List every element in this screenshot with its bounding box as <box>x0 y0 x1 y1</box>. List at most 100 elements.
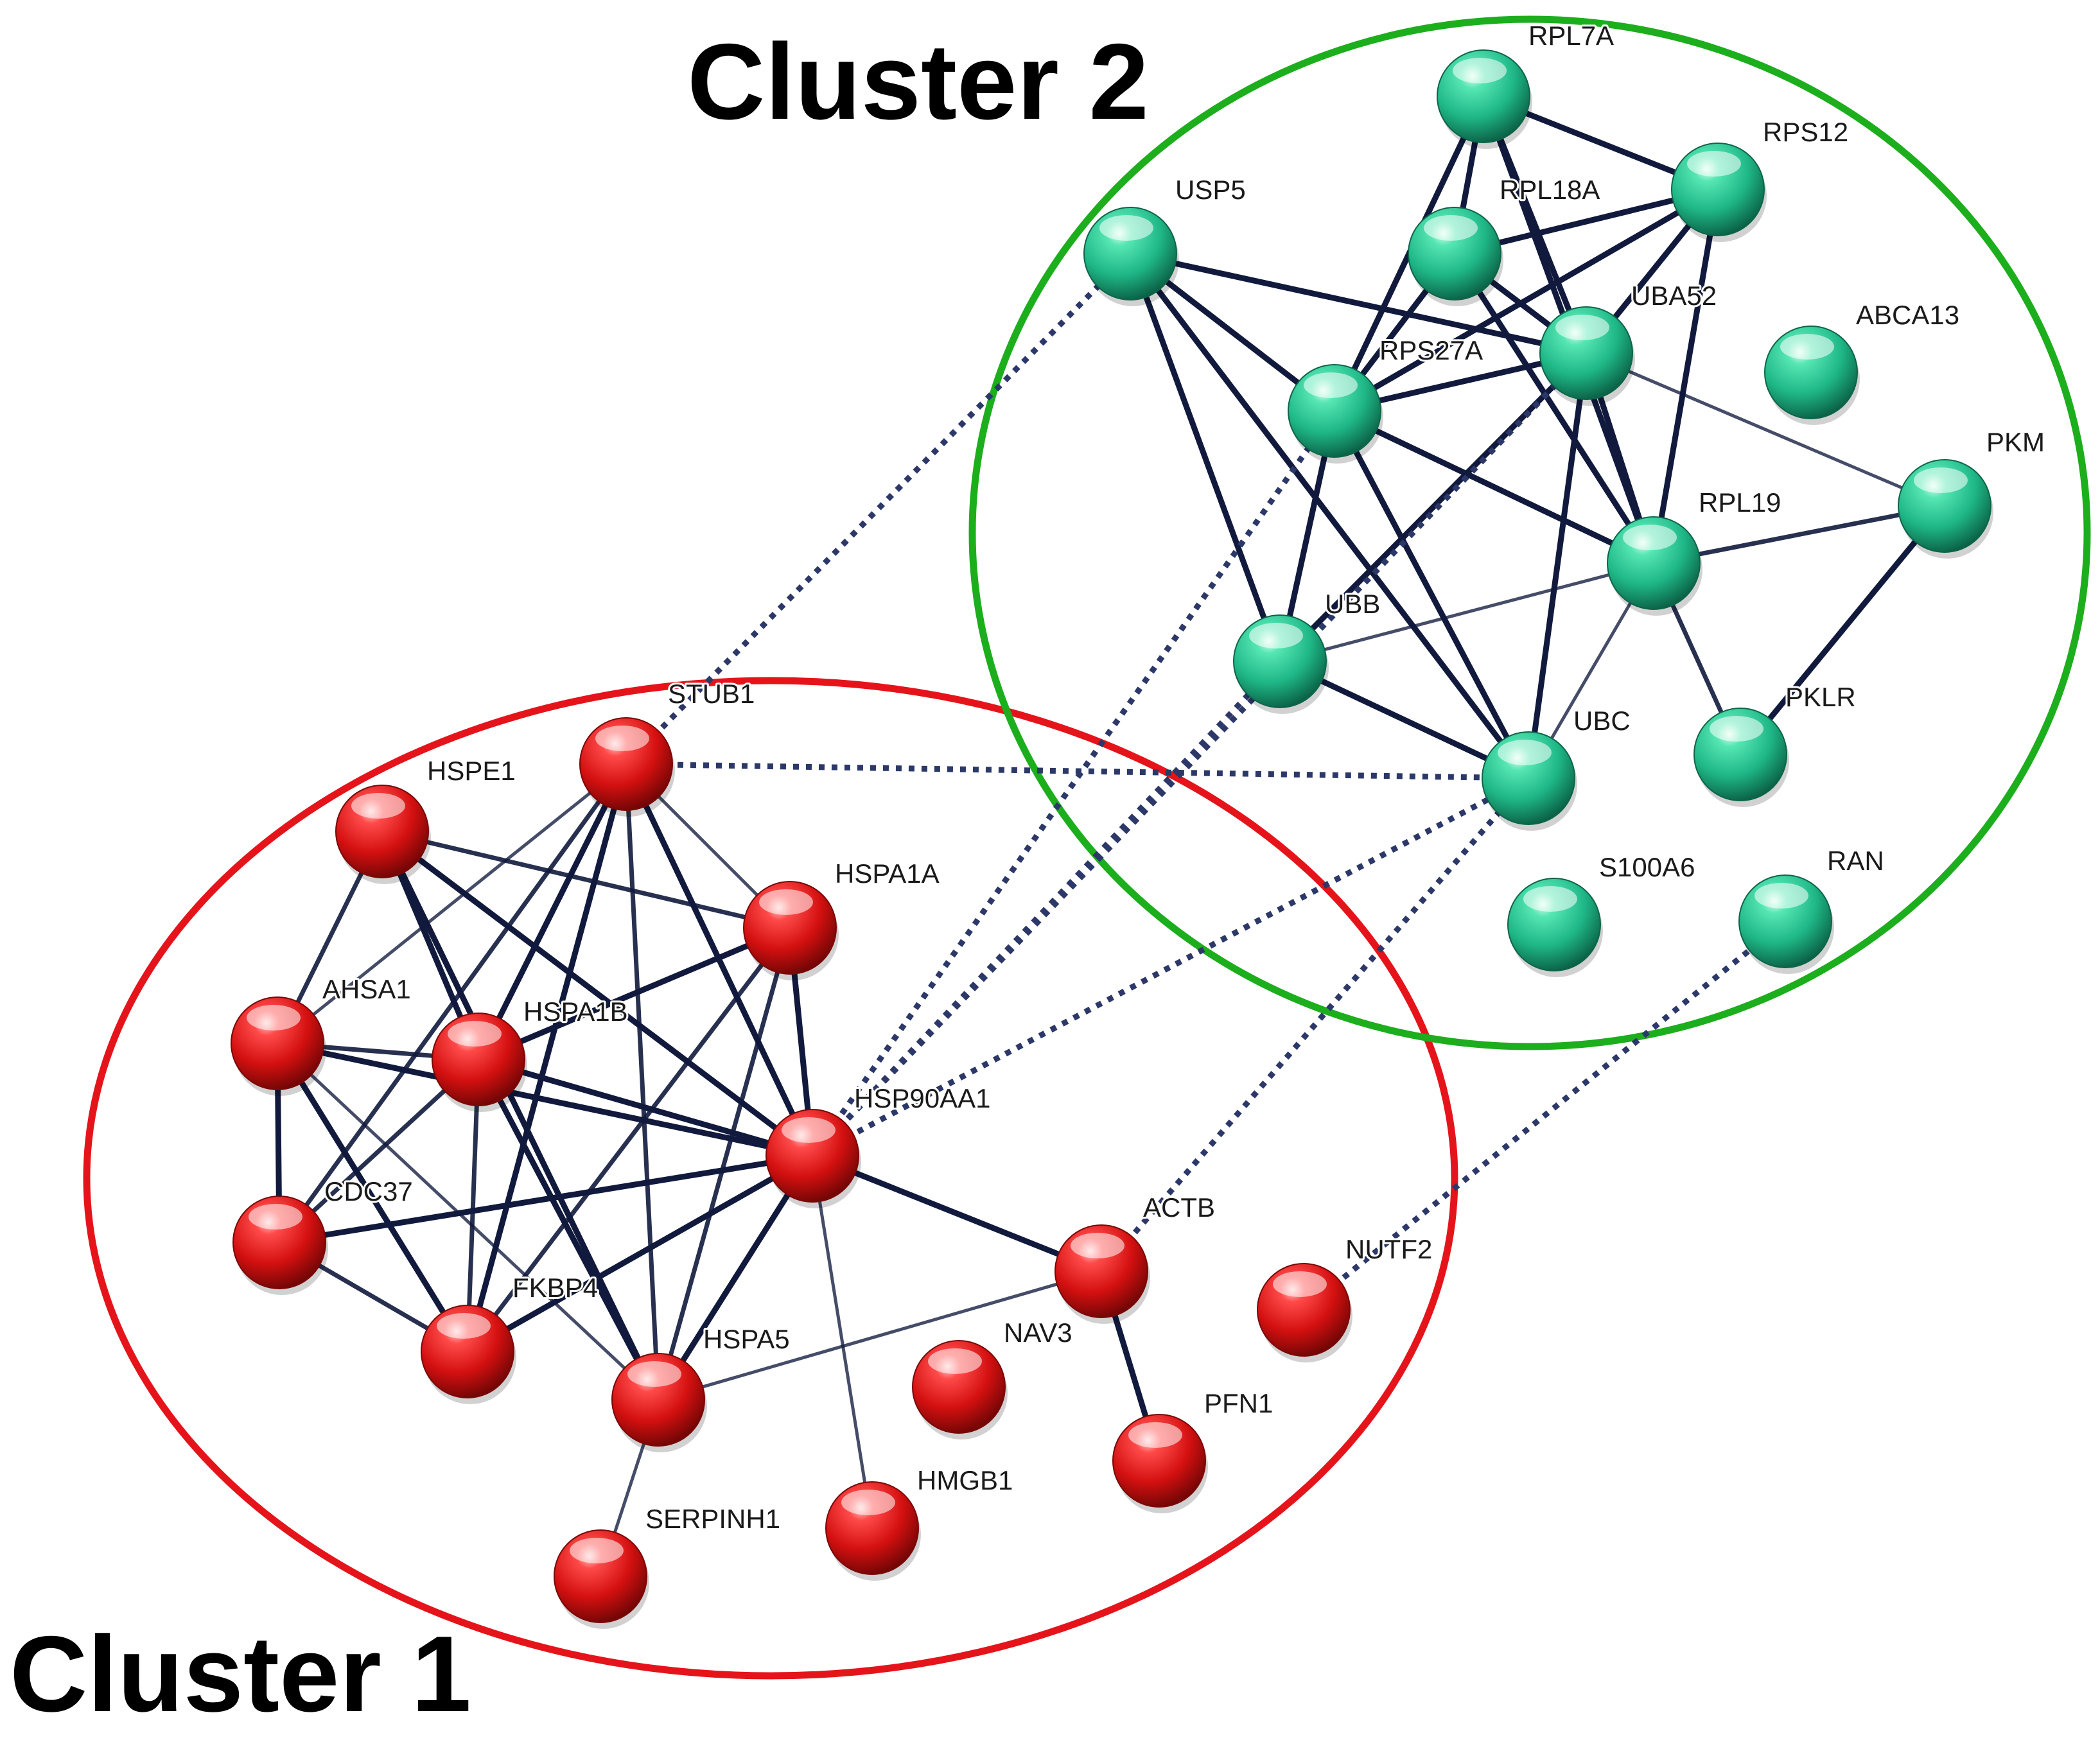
node-actb[interactable] <box>1054 1224 1150 1324</box>
node-label-ahsa1: AHSA1 <box>322 974 411 1004</box>
node-serpinh1[interactable] <box>554 1529 649 1629</box>
edge-hspa5-actb <box>656 1269 1103 1402</box>
dotted-edge-hsp90aa1-rps27a <box>810 409 1337 1158</box>
dotted-edge-actb-ubc <box>1099 776 1531 1273</box>
node-label-hsp90aa1: HSP90AA1 <box>854 1083 990 1113</box>
node-rpl18a[interactable] <box>1408 207 1503 306</box>
node-nutf2[interactable] <box>1257 1263 1352 1362</box>
cluster-2-title: Cluster 2 <box>687 21 1149 142</box>
node-label-fkbp4: FKBP4 <box>512 1273 598 1303</box>
edge-hspa1b-hspa5 <box>475 1056 661 1403</box>
node-label-stub1: STUB1 <box>668 679 755 709</box>
dotted-edge-hsp90aa1-ubb <box>810 659 1282 1158</box>
edge-rps27a-rpl19 <box>1331 408 1657 566</box>
node-label-ubb: UBB <box>1325 589 1380 619</box>
node-label-pfn1: PFN1 <box>1204 1388 1273 1418</box>
node-label-hspa5: HSPA5 <box>703 1324 790 1354</box>
edge-rps12-rpl19 <box>1650 186 1721 566</box>
node-hsp90aa1[interactable] <box>766 1109 861 1208</box>
edge-usp5-ubb <box>1127 250 1283 665</box>
node-hspe1[interactable] <box>335 785 431 884</box>
edge-hspe1-hspa1a <box>380 829 792 930</box>
node-hspa1b[interactable] <box>432 1013 527 1112</box>
edge-hsp90aa1-actb <box>809 1153 1105 1275</box>
node-label-rpl18a: RPL18A <box>1500 175 1600 205</box>
node-layer <box>231 49 1993 1629</box>
node-label-s100a6: S100A6 <box>1599 852 1695 882</box>
node-label-nutf2: NUTF2 <box>1345 1234 1432 1264</box>
node-rps12[interactable] <box>1671 143 1767 242</box>
edge-pkm-rpl19 <box>1651 503 1947 566</box>
node-label-hspa1a: HSPA1A <box>835 858 940 889</box>
node-rpl19[interactable] <box>1607 516 1702 616</box>
node-uba52[interactable] <box>1539 306 1635 406</box>
node-label-abca13: ABCA13 <box>1856 300 1959 330</box>
node-label-hspa1b: HSPA1B <box>523 996 628 1027</box>
node-label-uba52: UBA52 <box>1631 281 1717 311</box>
node-ubb[interactable] <box>1233 614 1329 714</box>
node-cdc37[interactable] <box>232 1196 328 1295</box>
edge-hsp90aa1-fkbp4 <box>464 1153 816 1355</box>
cluster-2-outline <box>968 15 2091 1050</box>
edge-stub1-fkbp4 <box>464 761 629 1355</box>
node-label-ran: RAN <box>1827 846 1884 876</box>
node-label-actb: ACTB <box>1143 1192 1215 1222</box>
edge-hspa1a-hspa1b <box>475 925 793 1063</box>
node-label-usp5: USP5 <box>1175 175 1246 205</box>
node-stub1[interactable] <box>579 717 675 817</box>
dotted-edge-nutf2-ran <box>1302 919 1787 1312</box>
node-label-pkm: PKM <box>1986 427 2045 457</box>
edge-stub1-cdc37 <box>277 761 629 1245</box>
edge-hspa1a-hspa5 <box>656 925 792 1402</box>
node-ran[interactable] <box>1738 874 1834 974</box>
node-rpl7a[interactable] <box>1437 49 1532 149</box>
node-hspa5[interactable] <box>611 1353 707 1452</box>
node-label-rps12: RPS12 <box>1763 117 1848 147</box>
node-ahsa1[interactable] <box>231 996 326 1096</box>
cluster-1-outline <box>83 677 1458 1680</box>
dotted-edge-layer <box>624 251 1787 1312</box>
node-fkbp4[interactable] <box>421 1305 516 1404</box>
edge-hsp90aa1-cdc37 <box>276 1153 816 1246</box>
node-label-pklr: PKLR <box>1785 682 1856 712</box>
edge-hsp90aa1-hspa5 <box>655 1153 816 1403</box>
dotted-edge-hsp90aa1-uba52 <box>810 351 1589 1158</box>
edge-pkm-pklr <box>1737 503 1948 758</box>
node-label-rpl19: RPL19 <box>1699 487 1781 518</box>
edge-ahsa1-hsp90aa1 <box>274 1040 816 1159</box>
node-label-hspe1: HSPE1 <box>427 756 516 786</box>
node-hmgb1[interactable] <box>825 1481 921 1581</box>
node-nav3[interactable] <box>912 1340 1008 1440</box>
edge-rps12-rps27a <box>1331 186 1721 414</box>
cluster-1-title: Cluster 1 <box>10 1614 471 1734</box>
node-rps27a[interactable] <box>1288 364 1383 464</box>
edge-stub1-ahsa1 <box>276 762 628 1045</box>
node-pfn1[interactable] <box>1112 1414 1208 1513</box>
edge-ahsa1-fkbp4 <box>274 1040 471 1355</box>
node-hspa1a[interactable] <box>743 881 839 980</box>
node-label-nav3: NAV3 <box>1004 1318 1072 1348</box>
dotted-edge-stub1-ubc <box>626 761 1529 781</box>
dotted-edge-stub1-usp5 <box>624 251 1133 767</box>
node-label-cdc37: CDC37 <box>324 1176 413 1206</box>
edge-usp5-uba52 <box>1127 250 1589 356</box>
node-pkm[interactable] <box>1898 459 1993 559</box>
edge-hspa1b-fkbp4 <box>465 1057 481 1354</box>
node-label-rps27a: RPS27A <box>1379 335 1483 365</box>
edge-rpl19-ubb <box>1278 561 1656 663</box>
node-s100a6[interactable] <box>1507 878 1603 977</box>
node-label-hmgb1: HMGB1 <box>917 1465 1013 1495</box>
edge-hsp90aa1-hmgb1 <box>810 1154 874 1530</box>
node-usp5[interactable] <box>1083 207 1179 306</box>
edge-usp5-ubc <box>1127 250 1532 781</box>
node-ubc[interactable] <box>1482 731 1577 831</box>
node-abca13[interactable] <box>1764 326 1860 425</box>
edge-hspe1-hspa5 <box>379 828 661 1403</box>
edge-ahsa1-hspa5 <box>276 1041 660 1402</box>
edge-hspa1b-hsp90aa1 <box>475 1056 816 1159</box>
edge-uba52-pkm <box>1584 351 1947 508</box>
node-pklr[interactable] <box>1693 708 1789 807</box>
edge-uba52-ubc <box>1525 350 1589 781</box>
